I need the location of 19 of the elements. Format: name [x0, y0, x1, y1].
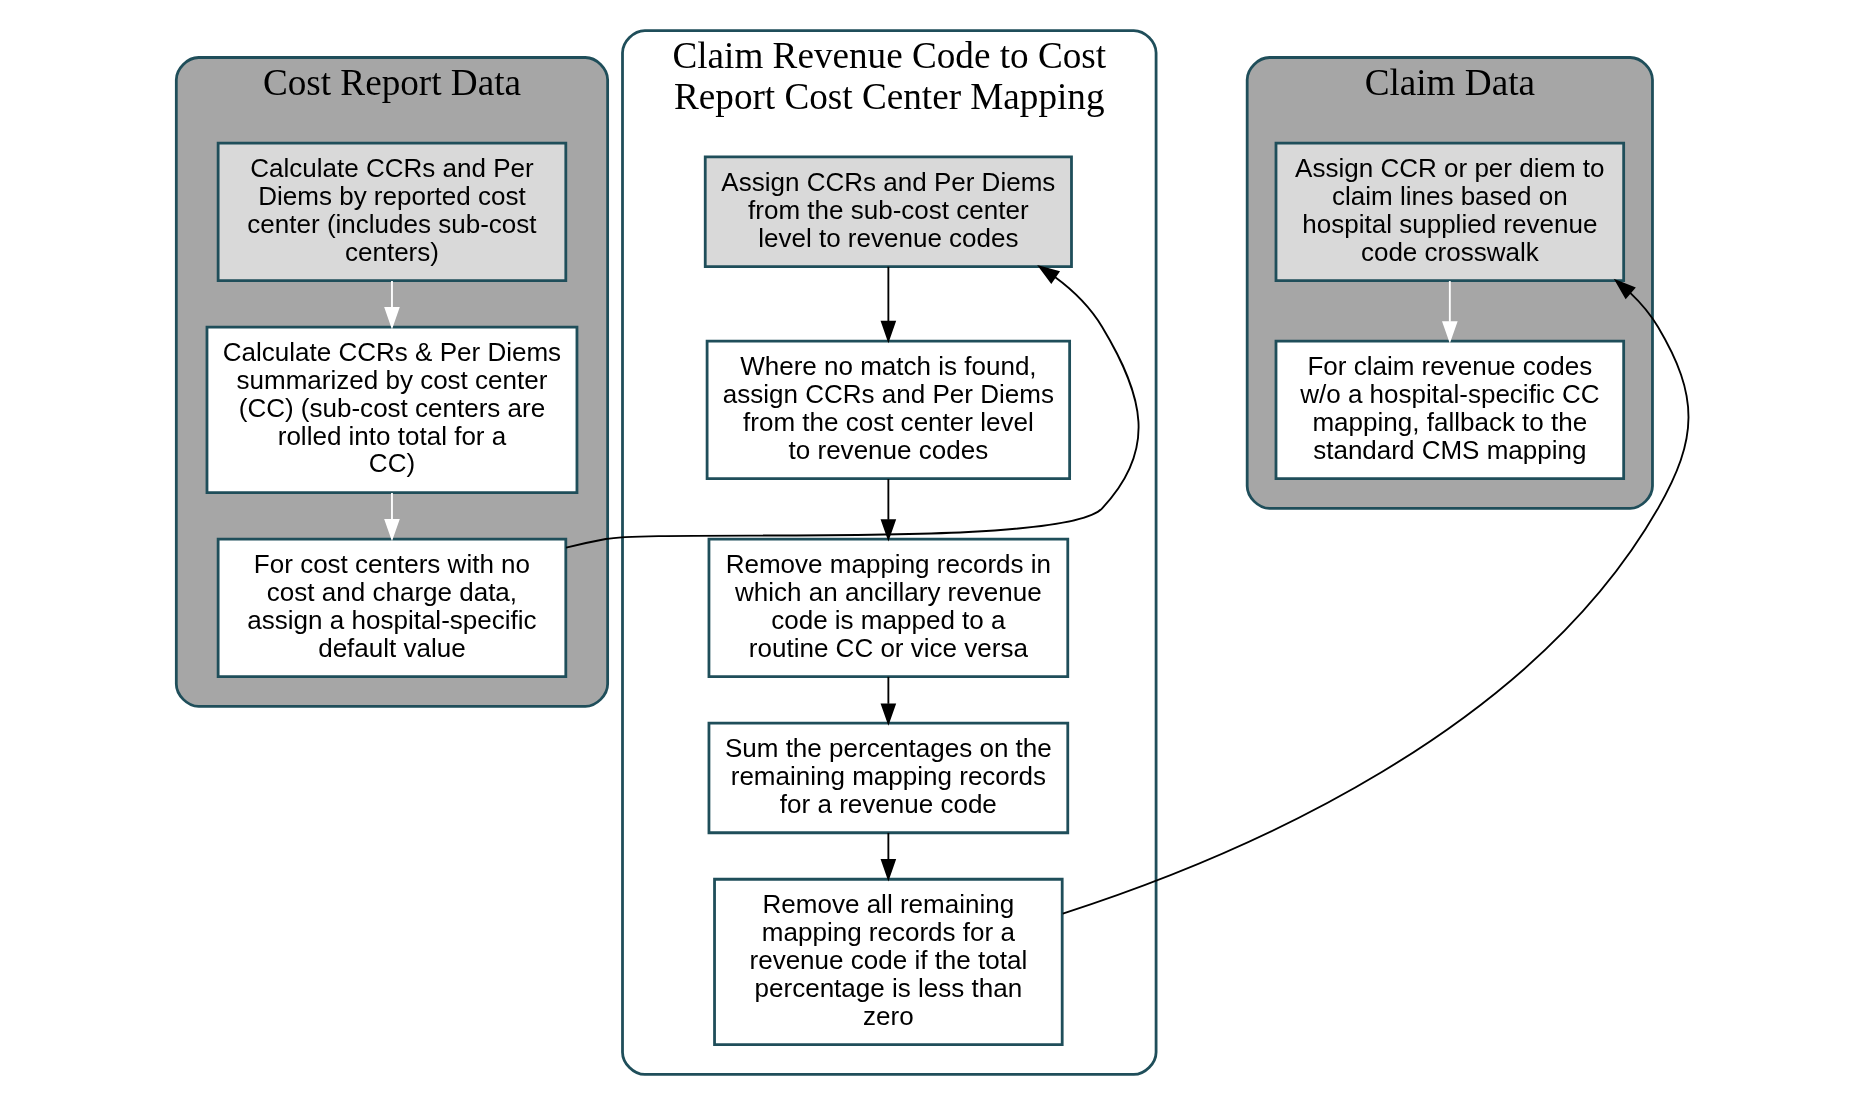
arrow — [880, 675, 896, 726]
node-box: For claim revenue codes w/o a hospital-specific CC mapping, fallback to the standard CMS mapping — [1274, 339, 1625, 480]
arrow — [383, 492, 400, 542]
arrow — [880, 832, 896, 882]
node-box: For cost centers with no cost and charge data, assign a hospital-specific default value — [216, 537, 567, 678]
arrow — [1441, 280, 1458, 344]
arrow — [1061, 278, 1689, 915]
node-box: Assign CCRs and Per Diems from the sub-cost center level to revenue codes — [703, 155, 1073, 269]
node-box: Where no match is found, assign CCRs and Per Diems from the cost center level to revenue codes — [705, 339, 1071, 480]
node-box: Remove all remaining mapping records for a revenue code if the total percentage is less than zero — [712, 877, 1064, 1047]
arrow — [383, 280, 400, 330]
node-box: Remove mapping records in which an ancillary revenue code is mapped to a routine CC or vice versa — [707, 537, 1069, 678]
node-box: Assign CCR or per diem to claim lines based on hospital supplied revenue code crosswalk — [1274, 141, 1625, 282]
node-box: Sum the percentages on the remaining mapping records for a revenue code — [707, 721, 1069, 835]
arrow — [880, 478, 896, 542]
arrow — [880, 265, 896, 344]
arrow — [564, 265, 1139, 549]
node-box: Calculate CCRs & Per Diems summarized by cost center (CC) (sub-cost centers are rolled into total for a CC) — [205, 325, 578, 494]
node-box: Calculate CCRs and Per Diems by reported cost center (includes sub-cost centers) — [216, 141, 567, 282]
